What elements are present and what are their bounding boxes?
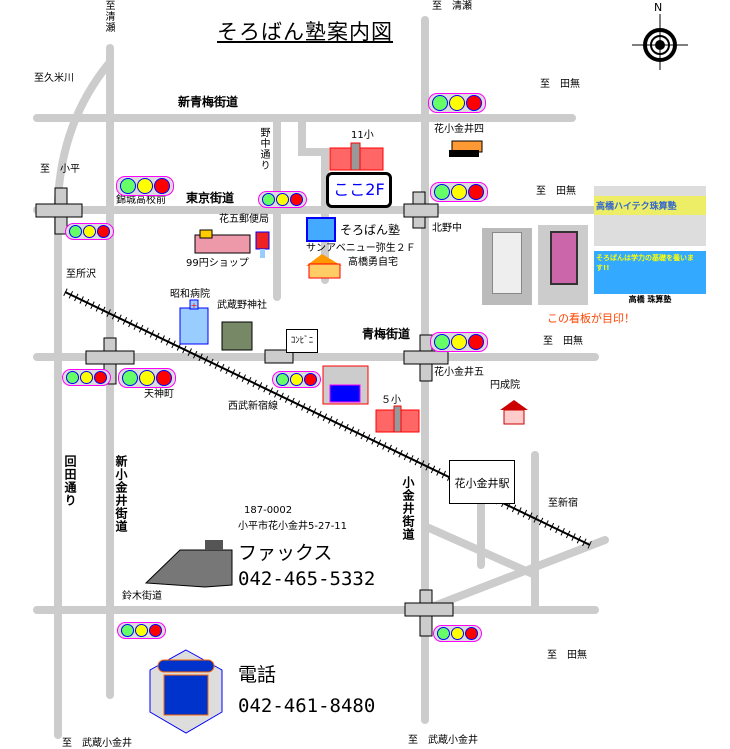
fax-machine-icon xyxy=(144,540,233,588)
signboard-photo-2 xyxy=(538,225,588,305)
direction-tanashi: 至 田無 xyxy=(540,79,580,90)
home-icon xyxy=(306,254,342,279)
phone-number: 042-461-8480 xyxy=(238,695,376,717)
telephone-icon xyxy=(149,649,223,734)
juku-building-icon xyxy=(306,217,336,242)
enjoin-label: 円成院 xyxy=(490,380,520,391)
banner-name: 高橋 珠算塾 xyxy=(594,294,706,305)
traffic-light-icon xyxy=(433,625,482,642)
road-label-nonaka: 野中通り xyxy=(258,127,269,171)
road-label-shin-ome: 新青梅街道 xyxy=(178,95,239,109)
signboard-caption: この看板が目印！ xyxy=(547,312,635,325)
road-label-suzuki: 鈴木街道 xyxy=(122,591,162,602)
juku-label: そろばん塾 xyxy=(340,223,401,237)
address: 小平市花小金井5-27-11 xyxy=(238,521,348,532)
direction-musashikoganei: 至 武蔵小金井 xyxy=(62,738,132,749)
shop99-label: 99円ショップ xyxy=(186,258,249,269)
traffic-light-icon xyxy=(62,369,111,386)
tenjin-label: 天神町 xyxy=(144,389,174,400)
kitanonaka-label: 北野中 xyxy=(432,223,462,234)
direction-kiyose: 至 清瀬 xyxy=(432,1,472,12)
shrine-icon xyxy=(221,321,253,351)
fax-number: 042-465-5332 xyxy=(238,568,376,590)
hana5-label: 花小金井五 xyxy=(434,367,484,378)
direction-musashikoganei: 至 武蔵小金井 xyxy=(408,735,478,746)
station-label: 花小金井駅 xyxy=(449,460,515,504)
traffic-light-icon xyxy=(117,622,166,639)
school-5sho-label: ５小 xyxy=(381,395,401,406)
road-diag2 xyxy=(425,536,609,612)
direction-kodaira: 至 小平 xyxy=(40,164,80,175)
sunavenue-label: サンアベニュー弥生２Ｆ xyxy=(306,243,416,254)
hospital-icon: + xyxy=(179,299,209,345)
direction-kiyose: 至清瀬 xyxy=(103,0,114,33)
school-book-icon xyxy=(449,140,483,157)
fax-label: ファックス xyxy=(238,542,333,564)
road-label-shin-koganei: 新小金井街道 xyxy=(114,455,128,533)
traffic-light-icon xyxy=(258,191,307,208)
banner-photo: そろばんは学力の基礎を養います!! 高橋 珠算塾 xyxy=(594,251,706,305)
phone-label: 電話 xyxy=(238,664,277,686)
shrine-label: 武蔵野神社 xyxy=(217,300,267,311)
crosswalk-icons xyxy=(35,187,454,637)
direction-tanashi: 至 田無 xyxy=(543,336,583,347)
direction-tanashi: 至 田無 xyxy=(547,650,587,661)
signboard-photo-1 xyxy=(482,228,532,305)
traffic-light-icon xyxy=(65,223,114,240)
direction-tanashi: 至 田無 xyxy=(536,186,576,197)
hana4-label: 花小金井四 xyxy=(434,124,484,135)
road-label-kaida: 回田通り xyxy=(63,455,77,507)
direction-kurume: 至久米川 xyxy=(34,73,74,84)
traffic-light-icon xyxy=(272,371,321,388)
banner-slogan: そろばんは学力の基礎を養います!! xyxy=(596,254,694,272)
banner-text: 高橋ハイテク珠算塾 xyxy=(594,196,706,215)
traffic-light-icon xyxy=(428,93,486,113)
railway-label: 西武新宿線 xyxy=(228,401,278,412)
direction-shinjuku: 至新宿 xyxy=(548,498,578,509)
fire-station-icon xyxy=(322,365,369,405)
traffic-light-icon xyxy=(118,368,176,388)
here-callout: ここ2F xyxy=(326,172,392,208)
convenience-store-label: ｺﾝﾋﾞﾆ xyxy=(286,329,318,353)
kinjo-label: 錦城高校前 xyxy=(116,195,166,206)
road-label-tokyo: 東京街道 xyxy=(186,191,235,205)
compass-icon xyxy=(632,14,688,70)
post-box-icon xyxy=(255,231,270,258)
road-label-ome: 青梅街道 xyxy=(362,327,411,341)
svg-text:+: + xyxy=(191,301,198,310)
traffic-light-icon xyxy=(430,332,488,352)
shop99-icon xyxy=(194,229,251,254)
temple-icon xyxy=(500,400,528,425)
compass-label: N xyxy=(654,1,663,14)
home-label: 高橋勇自宅 xyxy=(348,257,398,268)
post-office-label: 花五郵便局 xyxy=(219,214,269,225)
direction-tokorozawa: 至所沢 xyxy=(66,269,96,280)
road-label-koganei: 小金井街道 xyxy=(401,476,415,541)
postal-code: 187-0002 xyxy=(244,505,293,516)
building-5sho-icon xyxy=(375,405,420,433)
building-photo: 高橋ハイテク珠算塾 xyxy=(594,186,706,246)
traffic-light-icon xyxy=(430,182,488,202)
hospital-label: 昭和病院 xyxy=(170,289,210,300)
road-left-curve xyxy=(54,58,114,739)
road-small xyxy=(298,118,329,284)
page-title: そろばん塾案内図 xyxy=(217,20,393,44)
school-11sho-label: 11小 xyxy=(351,130,374,141)
traffic-light-icon xyxy=(116,176,174,196)
building-11sho-icon xyxy=(329,142,384,171)
